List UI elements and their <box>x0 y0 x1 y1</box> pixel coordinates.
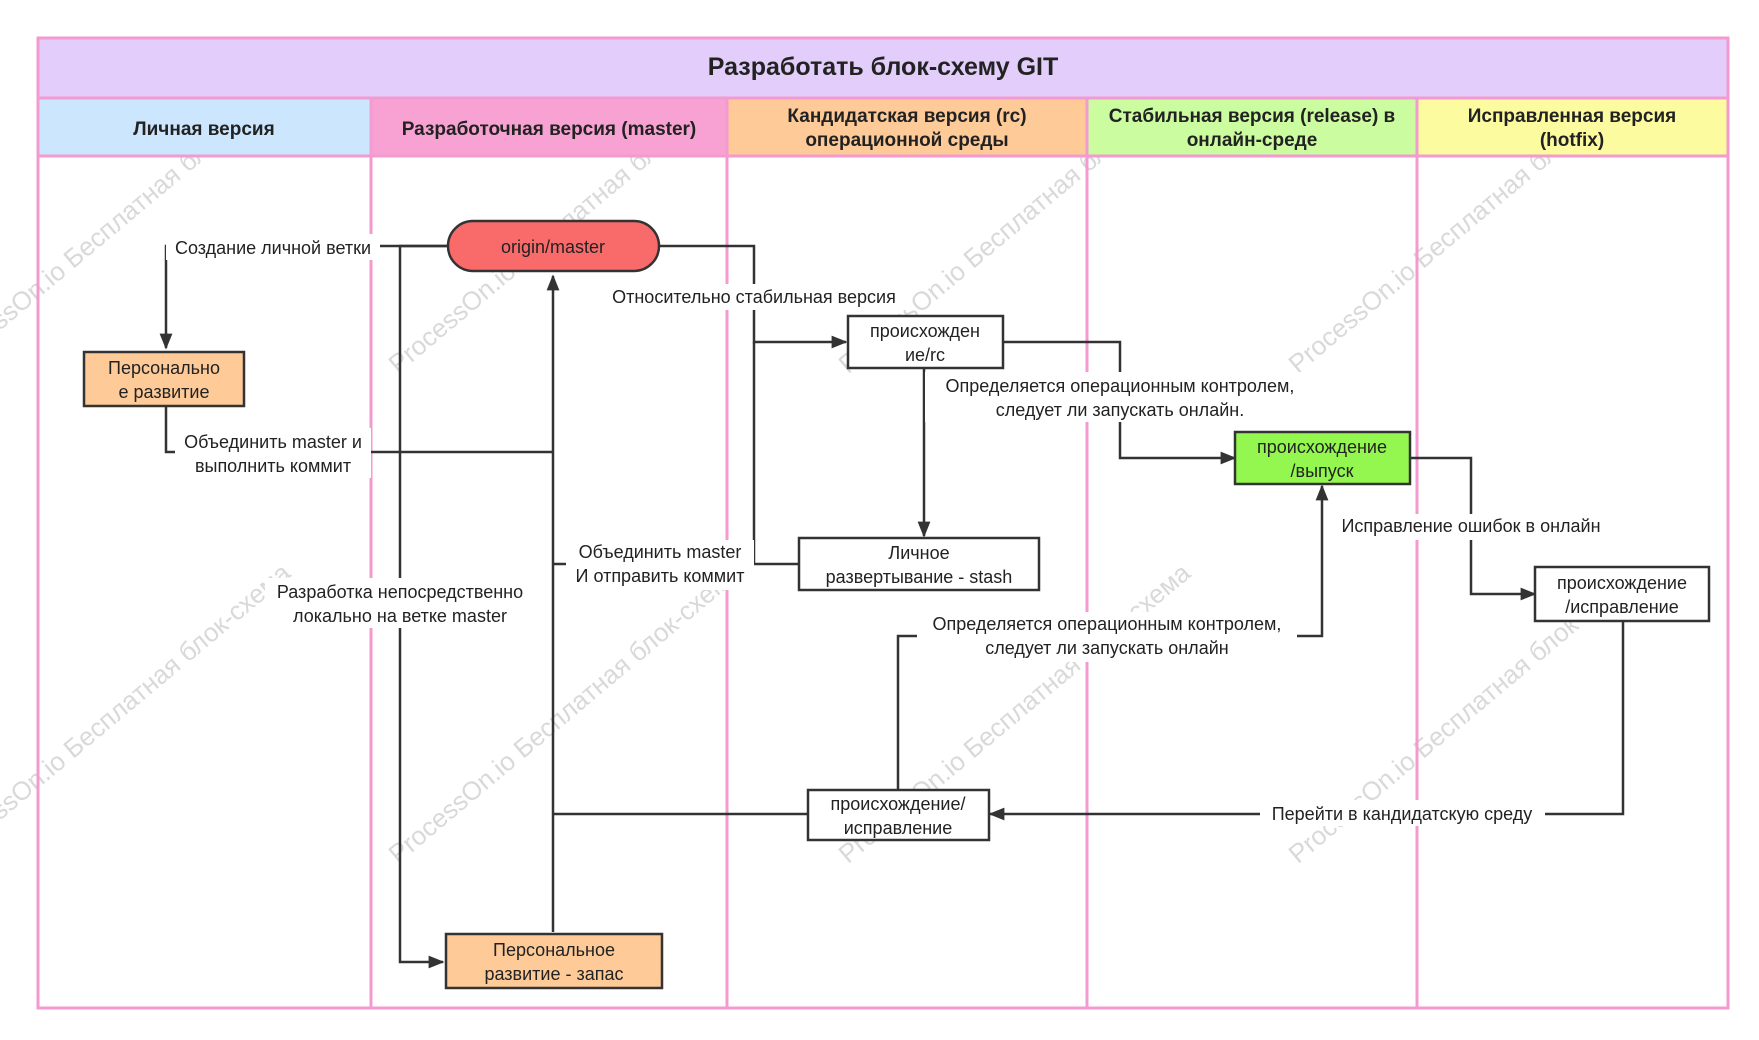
svg-text:происхожден: происхожден <box>870 321 980 341</box>
node-origin-rc[interactable]: происхожден ие/rc <box>846 314 1005 370</box>
svg-text:онлайн-среде: онлайн-среде <box>1187 130 1318 151</box>
lane-header-rc-label: Кандидатская версия (rc) операционной ср… <box>787 106 1026 151</box>
svg-text:Разработочная версия (master): Разработочная версия (master) <box>402 119 697 140</box>
lane-header-hotfix <box>1415 96 1730 158</box>
lane-header-master-label: Разработочная версия (master) <box>402 119 697 140</box>
label-merge-commit-2: выполнить коммит <box>195 456 351 476</box>
edge-merge-commit <box>164 406 553 454</box>
label-ops-control-1a: Определяется операционным контролем, <box>946 376 1295 396</box>
svg-text:исправление: исправление <box>844 818 953 838</box>
edge-stash-merge <box>752 342 799 566</box>
svg-text:операционной среды: операционной среды <box>805 130 1008 151</box>
label-local-master-2: локально на ветке master <box>293 606 507 626</box>
svg-text:происхождение/: происхождение/ <box>831 794 966 814</box>
label-merge-commit-1: Объединить master и <box>184 432 362 452</box>
label-bugfix-online: Исправление ошибок в онлайн <box>1341 516 1600 536</box>
svg-text:origin/master: origin/master <box>501 237 605 257</box>
svg-text:Личное: Личное <box>888 543 949 563</box>
svg-text:Стабильная версия (release) в: Стабильная версия (release) в <box>1109 106 1396 127</box>
svg-text:е развитие: е развитие <box>118 382 209 402</box>
lane-header-release-label: Стабильная версия (release) в онлайн-сре… <box>1109 106 1396 151</box>
watermark-text: ProcessOn.io Бесплатная блок-схема <box>0 557 296 869</box>
svg-text:развитие - запас: развитие - запас <box>484 964 623 984</box>
label-merge-push-2: И отправить коммит <box>576 566 745 586</box>
lane-header-rc <box>725 96 1089 158</box>
svg-text:/выпуск: /выпуск <box>1291 461 1354 481</box>
lane-header-personal-label: Личная версия <box>133 119 274 140</box>
label-local-master-1: Разработка непосредственно <box>277 582 523 602</box>
node-origin-release[interactable]: происхождение /выпуск <box>1233 430 1412 486</box>
node-personal-development[interactable]: Персонально е развитие <box>82 350 246 408</box>
svg-text:ие/rc: ие/rc <box>905 345 945 365</box>
svg-text:Персонально: Персонально <box>108 358 220 378</box>
lane-header-hotfix-label: Исправленная версия (hotfix) <box>1468 106 1677 151</box>
lane-header-personal <box>36 96 373 158</box>
svg-text:(hotfix): (hotfix) <box>1540 130 1604 151</box>
label-ops-control-2b: следует ли запускать онлайн <box>985 638 1228 658</box>
svg-text:Кандидатская версия (rc): Кандидатская версия (rc) <box>787 106 1026 127</box>
label-create-branch: Создание личной ветки <box>175 238 371 258</box>
node-origin-master[interactable]: origin/master <box>446 219 661 273</box>
node-origin-hotfix[interactable]: происхождение /исправление <box>1533 565 1711 623</box>
node-origin-fix[interactable]: происхождение/ исправление <box>806 788 991 842</box>
svg-text:/исправление: /исправление <box>1565 597 1679 617</box>
label-merge-push-1: Объединить master <box>579 542 742 562</box>
diagram-title: Разработать блок-схему GIT <box>708 53 1059 81</box>
lane-header-master <box>369 96 729 158</box>
title-band <box>36 36 1730 100</box>
svg-text:происхождение: происхождение <box>1257 437 1387 457</box>
edge-create-branch <box>159 244 448 350</box>
edge-labels: Создание личной ветки Относительно стаби… <box>166 234 1618 826</box>
label-ops-control-1b: следует ли запускать онлайн. <box>996 400 1244 420</box>
node-personal-reserve[interactable]: Персональное развитие - запас <box>444 932 664 990</box>
label-go-candidate: Перейти в кандидатскую среду <box>1272 804 1533 824</box>
node-stash[interactable]: Личное развертывание - stash <box>797 536 1041 592</box>
label-ops-control-2a: Определяется операционным контролем, <box>933 614 1282 634</box>
svg-text:происхождение: происхождение <box>1557 573 1687 593</box>
lane-bodies <box>36 98 1730 1010</box>
label-relatively-stable: Относительно стабильная версия <box>612 287 896 307</box>
svg-text:Персональное: Персональное <box>493 940 615 960</box>
svg-text:Личная версия: Личная версия <box>133 119 274 140</box>
svg-text:развертывание - stash: развертывание - stash <box>826 567 1013 587</box>
svg-text:Исправленная версия: Исправленная версия <box>1468 106 1677 127</box>
edge-hotfix-fix <box>988 622 1625 821</box>
